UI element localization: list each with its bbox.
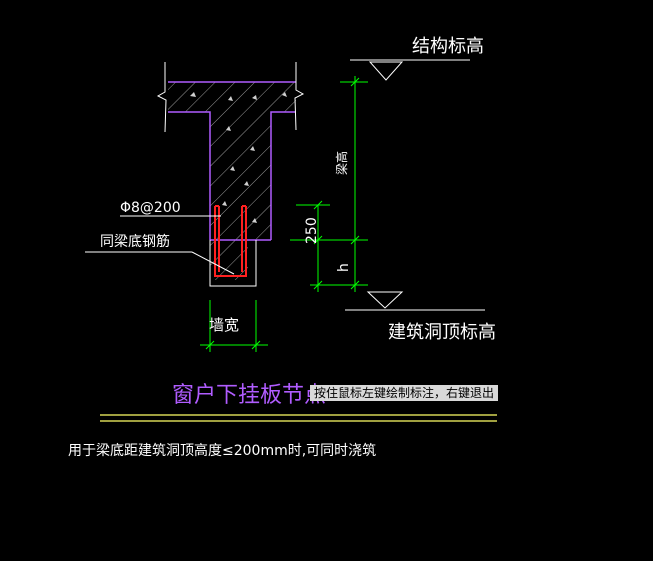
title: 窗户下挂板节点: [172, 383, 326, 408]
beam-section: [168, 81, 296, 287]
wall-width-label: 墙宽: [209, 316, 239, 334]
rebar: [214, 205, 247, 277]
beam-height-label: 梁高: [334, 151, 349, 175]
break-line-left: [156, 62, 167, 133]
leader-lines: [85, 215, 235, 275]
break-line-right: [294, 62, 305, 131]
same-as-beam-bottom-rebar-label: 同梁底钢筋: [100, 233, 170, 250]
opening-top-elevation-label: 建筑洞顶标高: [388, 322, 496, 343]
command-tooltip: 按住鼠标左键绘制标注，右键退出: [310, 385, 499, 401]
vertical-dimensions: [290, 76, 368, 292]
rebar-spec-label: Φ8@200: [120, 200, 181, 216]
title-underline: [100, 414, 497, 422]
elevation-marker-top: [350, 59, 470, 81]
dimension-h-label: h: [336, 263, 352, 272]
wall-width-dimension: [200, 300, 268, 352]
note-text: 用于梁底距建筑洞顶高度≤200mm时,可同时浇筑: [68, 442, 376, 459]
elevation-marker-bottom: [345, 291, 485, 311]
dimension-250-label: 250: [304, 217, 320, 244]
structure-elevation-label: 结构标高: [412, 36, 484, 57]
